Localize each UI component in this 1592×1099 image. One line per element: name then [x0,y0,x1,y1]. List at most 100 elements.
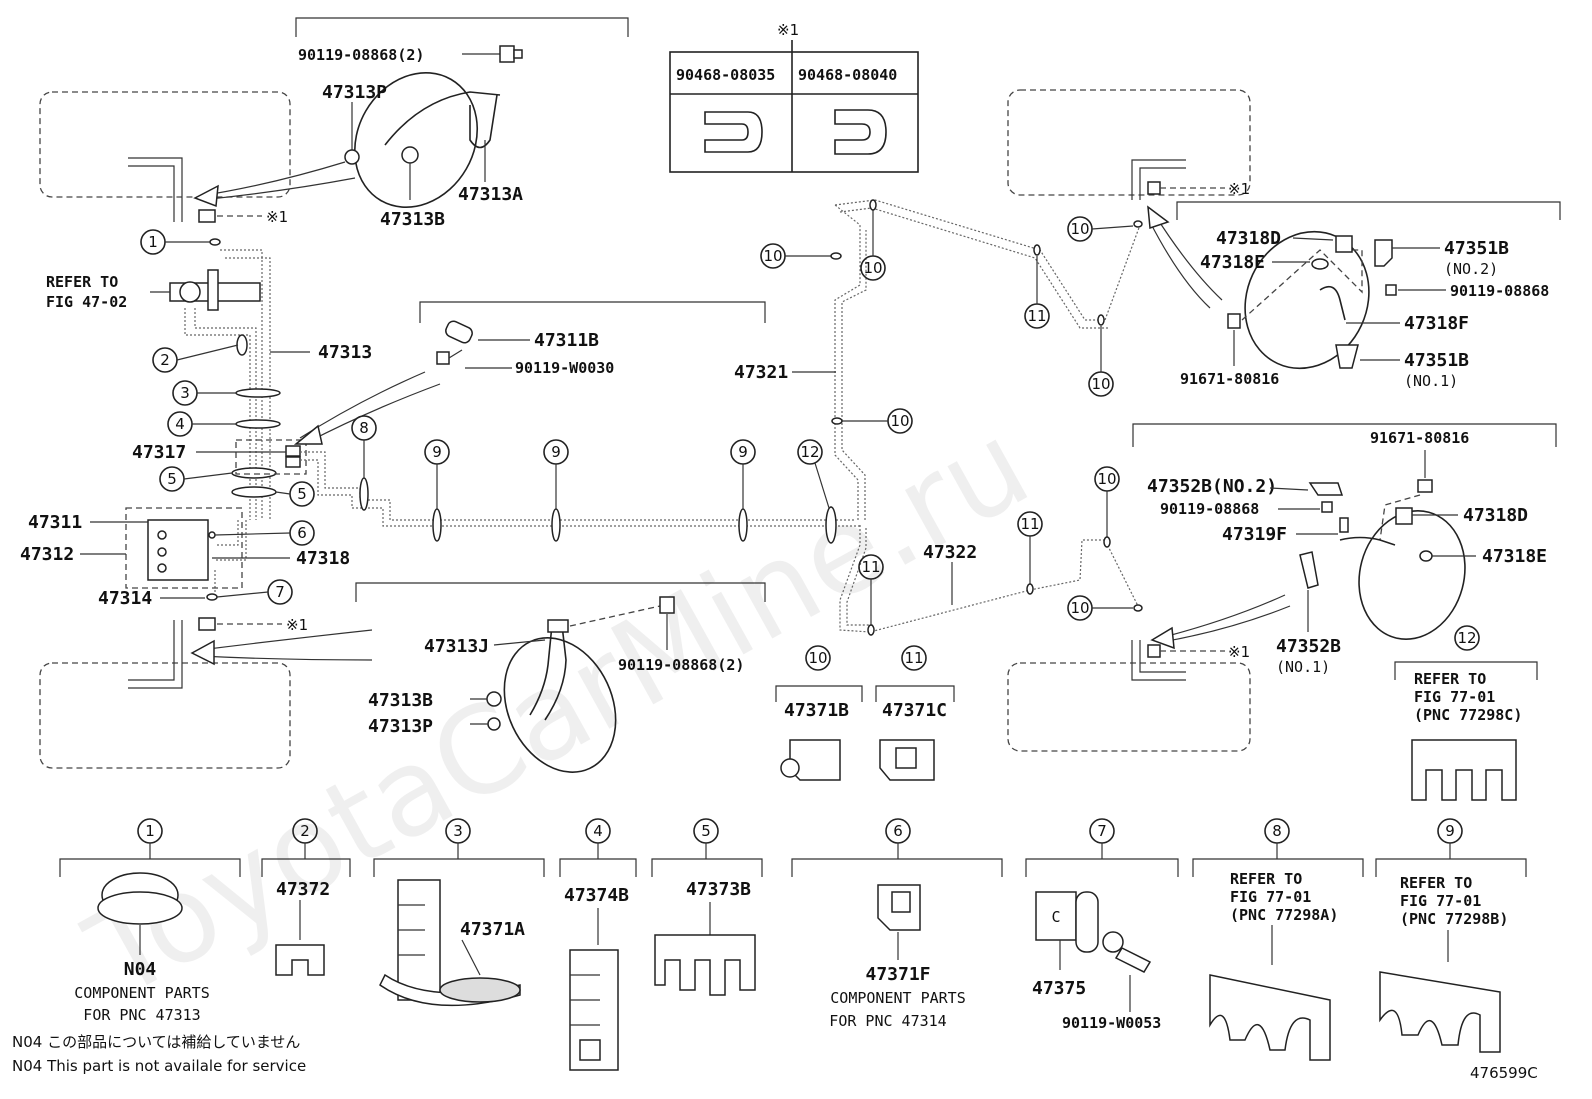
callout-10-c1: 10 [760,243,842,269]
note-english: N04 This part is not availale for servic… [12,1057,306,1075]
note-japanese: N04 この部品については補給していません [12,1033,300,1051]
svg-text:C: C [1051,908,1060,926]
front-right-hose-stub [1131,159,1186,200]
svg-text:2: 2 [300,822,310,840]
label-90119-08868-right2: 90119-08868 [1160,500,1259,518]
label-c9-fig: FIG 77-01 [1400,892,1481,910]
arrow-head-rl [190,639,215,666]
label-47352B: 47352B [1276,636,1341,657]
bolt-90119-W0053-icon [1102,931,1124,953]
sensor-icon-47311B [445,320,473,344]
front-right-wheel-outline [1007,89,1251,196]
label-47371C: 47371C [882,700,947,721]
clip-table-header-1: 90468-08040 [798,66,897,84]
label-90119-08868-right: 90119-08868 [1450,282,1549,300]
callout-5-bottom: 5 [651,818,763,877]
svg-text:10: 10 [1070,220,1089,238]
svg-text:7: 7 [1097,822,1107,840]
label-47318E-top: 47318E [1200,252,1265,273]
label-47313A: 47313A [458,184,523,205]
hose-47313J-detail [529,624,553,716]
arrow-rear-right [1159,594,1286,639]
svg-text:10: 10 [1091,375,1110,393]
label-no1-b: (NO.1) [1276,658,1330,676]
label-47319F: 47319F [1222,524,1287,545]
clip-icon-08035 [704,111,763,153]
arrow-head-fl [193,184,219,208]
label-47375: 47375 [1032,978,1086,999]
clamp-47373B-icon [654,934,756,996]
label-47313B-bottom: 47313B [368,690,433,711]
label-47317: 47317 [132,442,186,463]
bolt-icon-top [499,45,515,63]
ref-mark-fl: ※1 [266,208,288,226]
label-N04: N04 [124,959,157,980]
label-c8-pnc: (PNC 77298A) [1230,906,1338,924]
callout-9-bottom: 9 [1375,818,1527,877]
label-c1-pnc: FOR PNC 47313 [83,1006,200,1024]
label-47318: 47318 [296,548,350,569]
label-no2-a: (NO.2) [1444,260,1498,278]
ref-mark-fr: ※1 [1228,180,1250,198]
clamp-77298B-icon [1379,971,1501,1053]
label-c12-fig: FIG 77-01 [1414,688,1495,706]
label-47371F: 47371F [865,964,930,985]
label-47371A: 47371A [460,919,525,940]
label-c9-pnc: (PNC 77298B) [1400,910,1508,928]
ref-mark-rr: ※1 [1228,643,1250,661]
clip-icon-08040 [834,109,887,155]
label-47318D-top: 47318D [1216,228,1281,249]
label-refer-to-4702: REFER TO [46,273,118,291]
main-pipe-b [300,459,860,527]
label-47313P-top: 47313P [322,82,387,103]
svg-text:4: 4 [593,822,603,840]
label-47351B-top: 47351B [1444,238,1509,259]
callout-10-c5: 10 [1094,466,1120,548]
callout-8-bottom: 8 [1192,818,1364,877]
rear-right-wheel-outline [1007,662,1251,752]
label-47318F: 47318F [1404,313,1469,334]
svg-text:3: 3 [453,822,463,840]
svg-text:4: 4 [175,415,185,433]
label-fig-47-02: FIG 47-02 [46,293,127,311]
svg-text:11: 11 [904,649,923,667]
group-bracket-47311B [419,301,766,323]
callout-1-bottom: 1 [59,818,241,877]
clip-table [669,51,919,173]
group-bracket-right-bottom [1132,423,1557,447]
pipe-47322 [839,525,1141,633]
front-left-wheel-outline [39,91,291,198]
bolt-icon-47313B-top [401,146,419,164]
label-47373B: 47373B [686,879,751,900]
callout-6-left: 6 [214,520,315,546]
group-bracket-right-top [1176,201,1561,220]
clip-table-marker: ※1 [777,21,799,39]
label-47321: 47321 [734,362,788,383]
nut-icon-47313P-bottom [487,717,501,731]
label-47374B: 47374B [564,885,629,906]
svg-text:1: 1 [148,233,158,251]
rear-right-hose-stub [1131,640,1186,681]
callout-9-pipe-b: 9 [543,439,569,509]
callout-11-c1: 11 [1024,244,1050,329]
label-47322: 47322 [923,542,977,563]
callout-11-c2: 11 [858,554,884,636]
callout-10-r1: 10 [1067,216,1143,242]
sheet-id: 476599C [1470,1064,1538,1082]
callout-1-left: 1 [140,229,210,255]
svg-text:10: 10 [808,649,827,667]
fitting-icon-47318D-top [1335,235,1353,253]
label-c8-refer: REFER TO [1230,870,1302,888]
block-47312 [125,507,243,589]
bracket-icon-47351B-no2 [1374,239,1393,267]
callout-2-bottom: 2 [261,818,351,877]
svg-text:7: 7 [275,583,285,601]
pipe-47321-a [834,204,861,520]
svg-text:1: 1 [145,822,155,840]
svg-text:10: 10 [763,247,782,265]
callout-12-pipe: 12 [797,439,830,509]
svg-text:6: 6 [297,524,307,542]
svg-text:5: 5 [297,485,307,503]
label-47311: 47311 [28,512,82,533]
